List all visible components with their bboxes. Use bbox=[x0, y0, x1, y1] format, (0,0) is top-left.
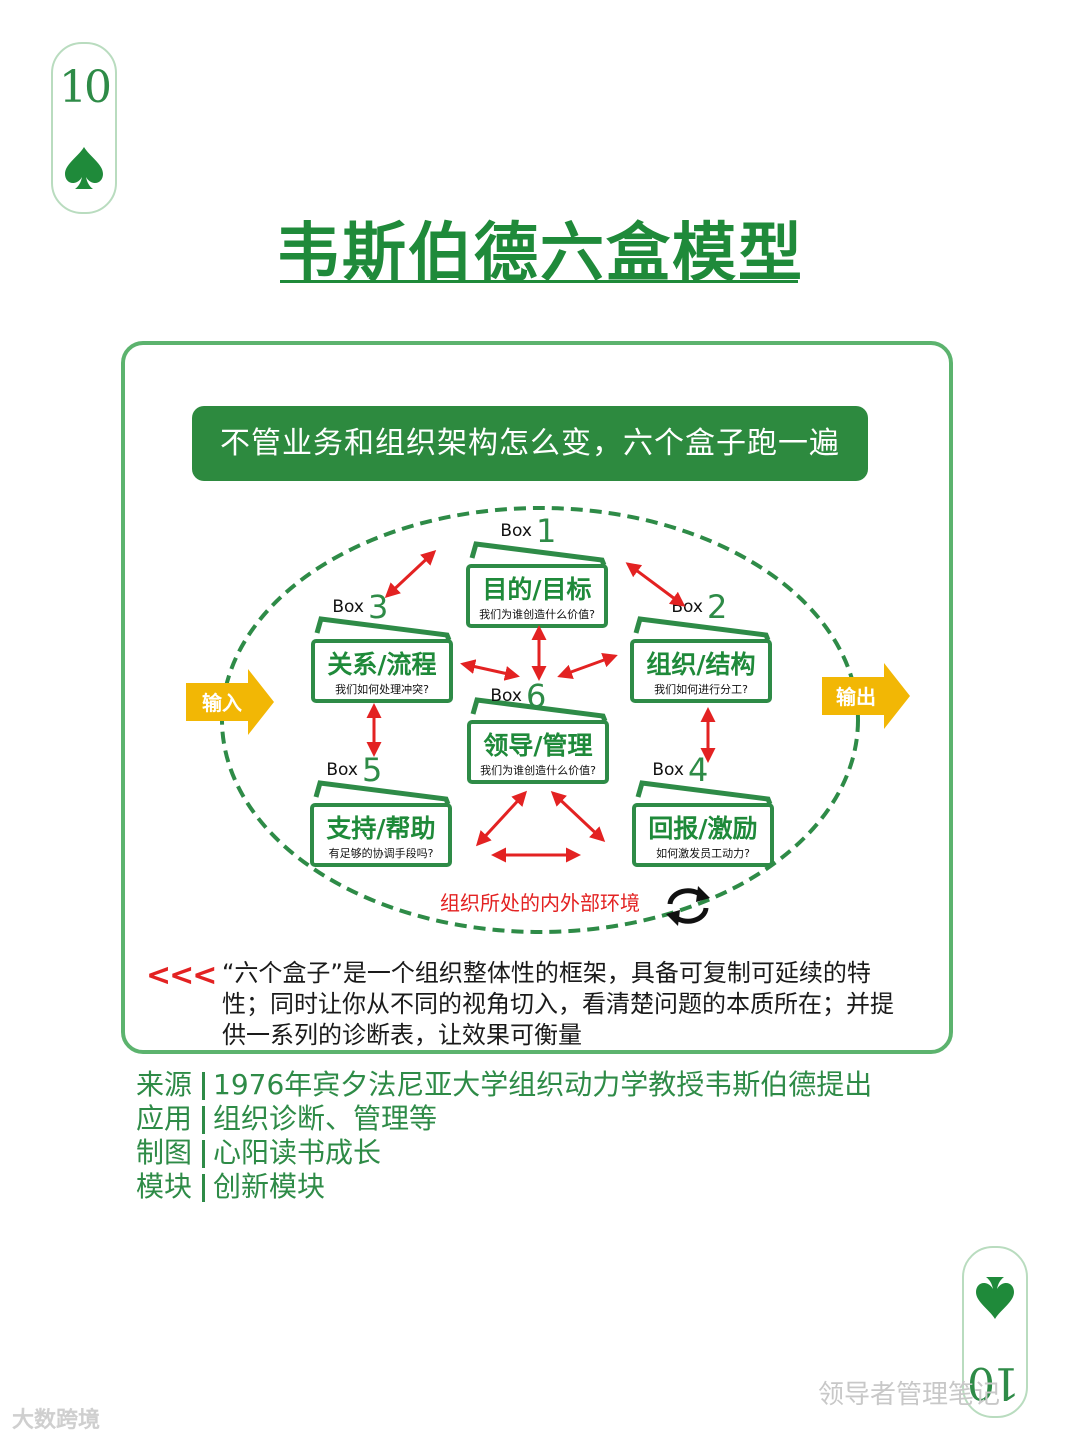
box-title: 关系/流程 bbox=[327, 650, 436, 679]
output-arrow: 输出 bbox=[822, 663, 910, 729]
box-question: 有足够的协调手段吗? bbox=[329, 846, 434, 860]
card-rank: 10 bbox=[59, 62, 112, 113]
info-label: 制图 bbox=[136, 1136, 193, 1169]
box-title: 目的/目标 bbox=[482, 575, 591, 604]
box-tag: Box bbox=[500, 521, 532, 541]
box-number: 3 bbox=[368, 588, 388, 626]
spade-icon bbox=[976, 1277, 1014, 1319]
box-number: 1 bbox=[536, 512, 556, 550]
page-title: 韦斯伯德六盒模型 bbox=[276, 217, 804, 291]
box-tag: Box bbox=[652, 760, 684, 780]
arrow-box3-box6 bbox=[460, 659, 520, 681]
info-value: 心阳读书成长 bbox=[213, 1136, 382, 1169]
box-lid bbox=[469, 541, 607, 566]
info-value: 创新模块 bbox=[213, 1170, 326, 1203]
arrow-triangle-left bbox=[475, 790, 528, 847]
title-underline bbox=[280, 280, 798, 283]
box-question: 我们为谁创造什么价值? bbox=[479, 607, 595, 621]
cycle-icon bbox=[666, 886, 710, 926]
info-label: 应用 bbox=[136, 1102, 193, 1135]
arrow-box3-box1 bbox=[384, 549, 437, 599]
box-lid bbox=[313, 780, 451, 805]
box-question: 我们为谁创造什么价值? bbox=[480, 763, 596, 777]
box-body bbox=[467, 720, 609, 784]
box-tag: Box bbox=[326, 760, 358, 780]
box-lid bbox=[635, 780, 773, 805]
info-separator bbox=[202, 1174, 206, 1202]
arrow-box6-box2 bbox=[557, 653, 618, 679]
info-separator bbox=[202, 1140, 206, 1168]
input-arrow: 输入 bbox=[186, 669, 274, 735]
box-tag: Box bbox=[490, 686, 522, 706]
box-question: 如何激发员工动力? bbox=[656, 846, 750, 860]
box-tag: Box bbox=[332, 597, 364, 617]
output-label: 输出 bbox=[836, 685, 876, 709]
info-row-application: 应用组织诊断、管理等 bbox=[136, 1102, 916, 1136]
box-title: 领导/管理 bbox=[483, 731, 592, 760]
relationship-arrows bbox=[366, 549, 716, 863]
box-number: 6 bbox=[526, 677, 546, 715]
info-value: 1976年宾夕法尼亚大学组织动力学教授韦斯伯德提出 bbox=[213, 1068, 873, 1101]
arrow-box1-box2 bbox=[625, 562, 686, 607]
info-label: 模块 bbox=[136, 1170, 193, 1203]
info-value: 组织诊断、管理等 bbox=[213, 1102, 438, 1135]
environment-label: 组织所处的内外部环境 bbox=[440, 891, 640, 915]
box-lid bbox=[470, 697, 608, 722]
arrow-triangle-right bbox=[550, 790, 606, 843]
box-body bbox=[630, 639, 772, 703]
info-separator bbox=[202, 1106, 206, 1134]
box-question: 我们如何处理冲突? bbox=[335, 682, 429, 696]
box-number: 2 bbox=[707, 588, 727, 626]
banner: 不管业务和组织架构怎么变，六个盒子跑一遍 bbox=[192, 406, 868, 481]
watermark-right: 领导者管理笔记 bbox=[818, 1380, 1001, 1410]
box-question: 我们如何进行分工? bbox=[654, 682, 748, 696]
box-title: 支持/帮助 bbox=[326, 814, 435, 843]
info-row-source: 来源 1976年宾夕法尼亚大学组织动力学教授韦斯伯德提出 bbox=[136, 1068, 916, 1102]
card-corner-bottom-right: 10 bbox=[962, 1246, 1028, 1418]
box-lid bbox=[633, 616, 771, 641]
card-corner-top-left: 10 bbox=[51, 42, 117, 214]
box-number: 4 bbox=[688, 751, 708, 789]
description-text: “六个盒子”是一个组织整体性的框架，具备可复制可延续的特性；同时让你从不同的视角… bbox=[222, 959, 894, 1049]
box-body bbox=[311, 639, 453, 703]
box-title: 回报/激励 bbox=[648, 814, 757, 843]
info-list: 来源 1976年宾夕法尼亚大学组织动力学教授韦斯伯德提出 应用组织诊断、管理等 制… bbox=[136, 1068, 916, 1204]
info-row-module: 模块创新模块 bbox=[136, 1170, 916, 1204]
input-label: 输入 bbox=[202, 691, 242, 715]
box-body bbox=[310, 803, 452, 867]
box-lid bbox=[314, 616, 452, 641]
description-marker: <<< bbox=[146, 958, 217, 993]
info-separator bbox=[202, 1072, 206, 1100]
box-number: 5 bbox=[362, 751, 382, 789]
spade-icon bbox=[65, 147, 103, 189]
content-panel bbox=[121, 341, 953, 1054]
box-body bbox=[632, 803, 774, 867]
box-title: 组织/结构 bbox=[646, 650, 755, 679]
info-label: 来源 bbox=[136, 1068, 193, 1101]
watermark-left: 大数跨境 bbox=[12, 1408, 101, 1433]
info-row-drawing: 制图心阳读书成长 bbox=[136, 1136, 916, 1170]
